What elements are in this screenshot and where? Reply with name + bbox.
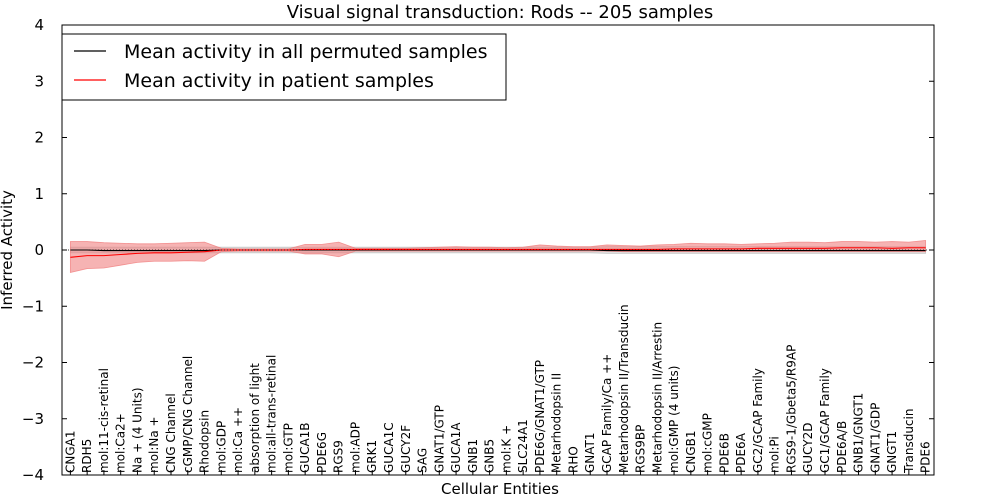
x-category-label: mol:Ca2+: [114, 413, 128, 473]
x-category-label: PDE6G: [315, 432, 329, 473]
x-category-label: SLC24A1: [516, 419, 530, 473]
x-category-label: GUCY2F: [399, 425, 413, 473]
y-tick-label: −3: [22, 410, 44, 428]
y-axis-ticks: −4 −3 −2 −1 0 1 2 3 4: [22, 16, 934, 484]
x-category-label: PDE6G/GNAT1/GTP: [533, 360, 547, 473]
x-category-label: mol:K +: [499, 425, 513, 473]
x-category-label: Rhodopsin: [198, 410, 212, 473]
x-axis-title: Cellular Entities: [441, 480, 559, 498]
legend-label: Mean activity in all permuted samples: [124, 41, 487, 63]
x-category-label: absorption of light: [248, 363, 262, 473]
x-category-label: cGMP/CNG Channel: [181, 356, 195, 473]
series-2-line: [70, 247, 926, 258]
y-tick-label: −4: [22, 466, 44, 484]
x-category-label: mol:Na +: [147, 416, 161, 473]
x-category-label: PDE6A/B: [835, 421, 849, 473]
x-category-label: SAG: [416, 448, 430, 473]
x-category-label: RGS9BP: [634, 425, 648, 473]
y-tick-label: 1: [34, 185, 44, 203]
x-category-label: RDH5: [80, 439, 94, 473]
x-category-label: CNGB1: [684, 430, 698, 473]
y-tick-label: 4: [34, 16, 44, 34]
x-category-label: Na + (4 Units): [130, 387, 144, 473]
x-category-label: mol:GDP: [214, 421, 228, 473]
x-category-label: GUCA1C: [382, 422, 396, 473]
x-category-label: GNAT1/GTP: [432, 405, 446, 473]
x-category-label: Metarhodopsin II/Arrestin: [650, 322, 664, 473]
x-category-label: GUCA1A: [449, 422, 463, 473]
legend-label: Mean activity in patient samples: [124, 70, 434, 92]
x-category-label: GC2/GCAP Family: [751, 368, 765, 473]
x-category-label: PDE6: [919, 441, 933, 473]
x-category-label: GNB5: [483, 439, 497, 473]
x-category-label: mol:Pi: [768, 436, 782, 473]
x-category-label: mol:cGMP: [701, 413, 715, 473]
y-tick-label: 2: [34, 129, 44, 147]
x-category-label: GRK1: [365, 440, 379, 473]
x-category-label: mol:all-trans-retinal: [265, 355, 279, 473]
x-category-label: RGS9: [332, 440, 346, 473]
x-category-label: RHO: [566, 446, 580, 473]
x-category-label: mol:11-cis-retinal: [97, 368, 111, 473]
x-category-label: Transducin: [902, 409, 916, 474]
x-category-label: GNB1: [466, 439, 480, 473]
x-category-label: mol:GTP: [281, 423, 295, 473]
y-tick-label: 0: [34, 241, 44, 259]
x-category-label: CNGA1: [63, 431, 77, 474]
x-category-label: GUCY2D: [801, 423, 815, 473]
legend: Mean activity in all permuted samplesMea…: [61, 33, 507, 101]
x-category-label: GUCA1B: [298, 422, 312, 473]
x-category-label: Metarhodopsin II/Transducin: [617, 304, 631, 473]
x-category-label: PDE6A: [734, 432, 748, 473]
y-tick-label: −2: [22, 354, 44, 372]
x-category-label: mol:ADP: [348, 422, 362, 473]
x-category-label: mol:GMP (4 units): [667, 366, 681, 473]
y-tick-label: −1: [22, 297, 44, 315]
y-tick-label: 3: [34, 72, 44, 90]
x-category-label: CNG Channel: [164, 393, 178, 473]
x-category-label: GCAP Family/Ca ++: [600, 354, 614, 473]
x-category-label: GC1/GCAP Family: [818, 368, 832, 473]
x-category-label: Metarhodopsin II: [550, 373, 564, 473]
chart-title: Visual signal transduction: Rods -- 205 …: [287, 2, 714, 23]
x-category-label: GNB1/GNGT1: [852, 393, 866, 473]
x-category-label: GNGT1: [885, 431, 899, 473]
x-category-label: PDE6B: [717, 433, 731, 473]
y-axis-title: Inferred Activity: [0, 190, 16, 310]
legend-box: [61, 33, 507, 101]
x-category-label: GNAT1/GDP: [868, 403, 882, 473]
x-category-label: RGS9-1/Gbeta5/R9AP: [784, 345, 798, 473]
x-category-label: GNAT1: [583, 432, 597, 473]
x-category-label: mol:Ca ++: [231, 407, 245, 473]
